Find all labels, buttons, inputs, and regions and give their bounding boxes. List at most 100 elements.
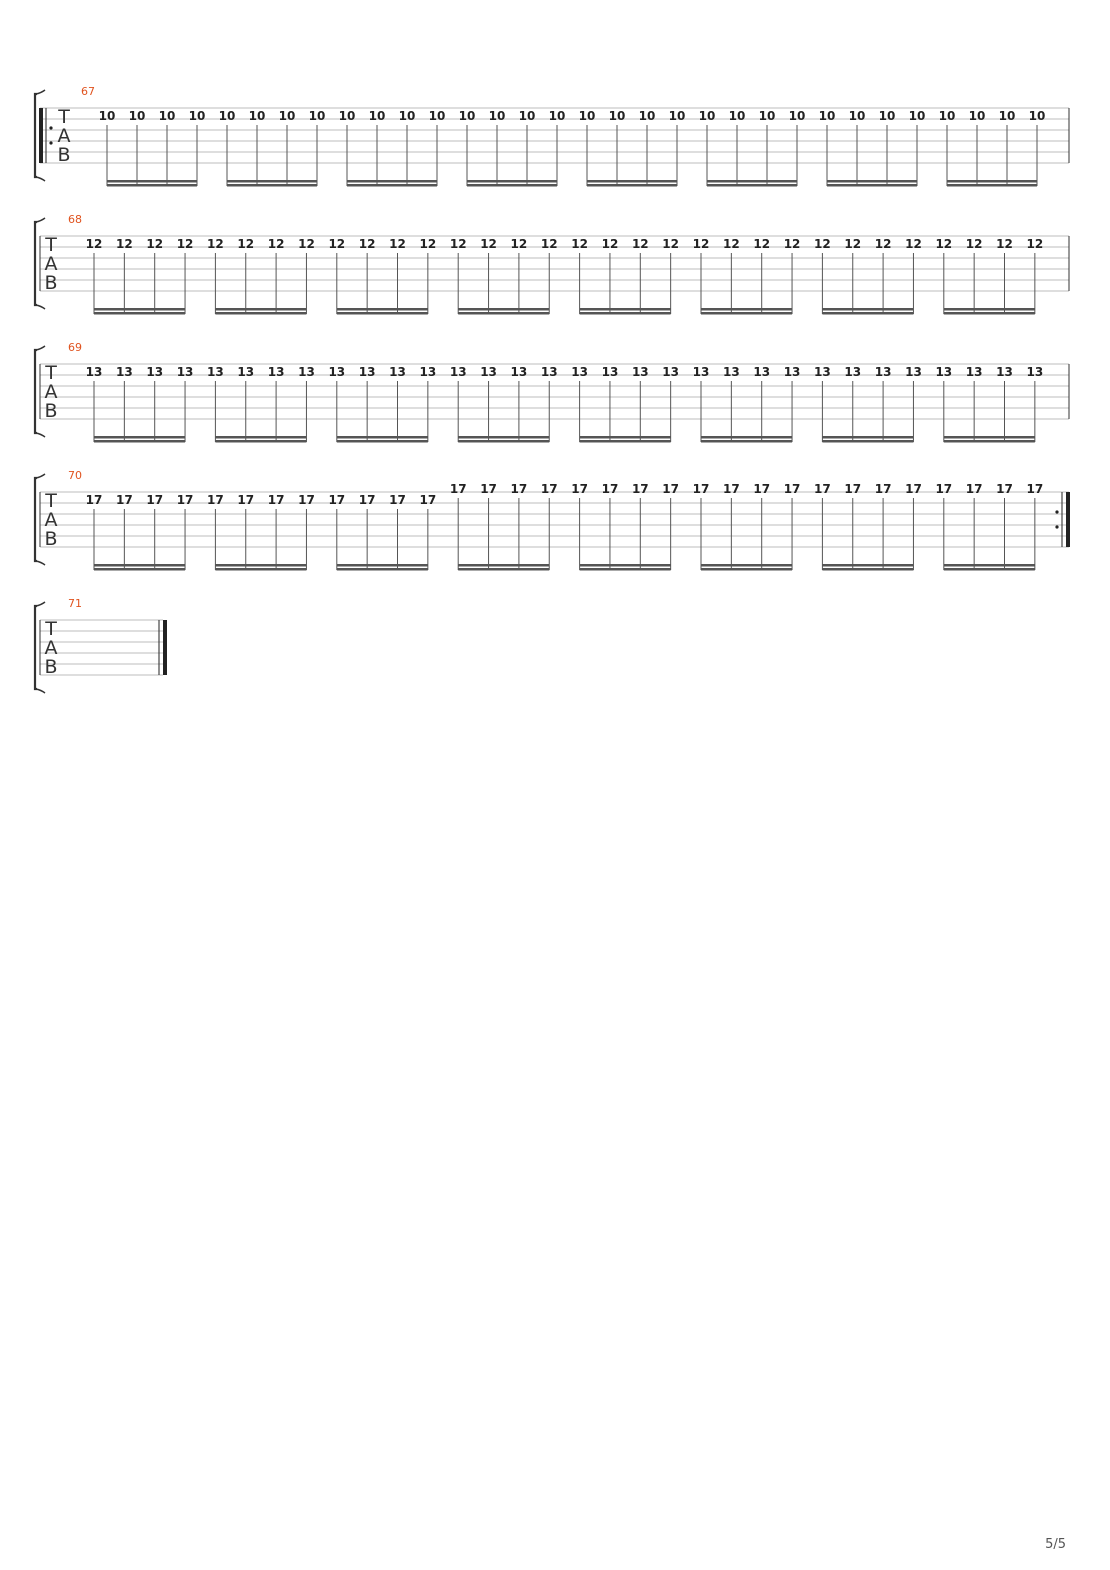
fret-number: 10	[849, 109, 866, 123]
fret-number: 13	[450, 365, 467, 379]
fret-number: 17	[116, 493, 133, 507]
fret-number: 10	[369, 109, 386, 123]
fret-number: 12	[844, 237, 861, 251]
fret-number: 12	[693, 237, 710, 251]
fret-number: 13	[753, 365, 770, 379]
fret-number: 13	[875, 365, 892, 379]
beam-primary	[227, 180, 317, 183]
fret-number: 13	[359, 365, 376, 379]
fret-number: 13	[966, 365, 983, 379]
measure-number: 71	[68, 597, 82, 610]
beam-primary	[215, 564, 307, 567]
fret-number: 10	[1029, 109, 1046, 123]
fret-number: 13	[177, 365, 194, 379]
fret-number: 12	[784, 237, 801, 251]
beam-primary	[701, 308, 793, 311]
beam-secondary	[827, 184, 917, 187]
beam-primary	[943, 436, 1035, 439]
fret-number: 17	[328, 493, 345, 507]
beam-secondary	[107, 184, 197, 187]
beam-secondary	[587, 184, 677, 187]
fret-number: 13	[389, 365, 406, 379]
fret-number: 12	[814, 237, 831, 251]
fret-number: 17	[237, 493, 254, 507]
fret-number: 12	[389, 237, 406, 251]
bracket-bottom-hook	[35, 304, 46, 310]
fret-number: 12	[116, 237, 133, 251]
fret-number: 10	[129, 109, 146, 123]
fret-number: 10	[819, 109, 836, 123]
fret-number: 10	[909, 109, 926, 123]
tab-clef-letter: B	[44, 656, 57, 678]
fret-number: 12	[723, 237, 740, 251]
beam-secondary	[943, 568, 1035, 571]
fret-number: 10	[879, 109, 896, 123]
fret-number: 17	[298, 493, 315, 507]
fret-number: 13	[116, 365, 133, 379]
fret-number: 12	[328, 237, 345, 251]
fret-number: 13	[844, 365, 861, 379]
repeat-start-thick-barline	[39, 108, 43, 163]
fret-number: 17	[875, 482, 892, 496]
measure-number: 70	[68, 469, 82, 482]
fret-number: 17	[996, 482, 1013, 496]
beam-secondary	[215, 440, 307, 443]
beam-primary	[947, 180, 1037, 183]
beam-secondary	[215, 568, 307, 571]
fret-number: 13	[723, 365, 740, 379]
tab-clef-letter: T	[57, 106, 70, 128]
beam-secondary	[579, 312, 671, 315]
fret-number: 17	[359, 493, 376, 507]
fret-number: 13	[662, 365, 679, 379]
beam-secondary	[701, 440, 793, 443]
beam-secondary	[822, 312, 914, 315]
bracket-top-hook	[35, 601, 46, 607]
fret-number: 17	[146, 493, 163, 507]
beam-secondary	[943, 440, 1035, 443]
beam-secondary	[347, 184, 437, 187]
fret-number: 17	[86, 493, 103, 507]
fret-number: 10	[279, 109, 296, 123]
beam-primary	[94, 564, 186, 567]
beam-primary	[215, 436, 307, 439]
repeat-dot	[1055, 510, 1059, 514]
bracket-bottom-hook	[35, 688, 46, 694]
beam-primary	[822, 564, 914, 567]
repeat-end-thick-barline	[1066, 492, 1070, 547]
fret-number: 13	[571, 365, 588, 379]
bracket-top-hook	[35, 89, 46, 95]
beam-secondary	[579, 440, 671, 443]
tab-clef-letter: B	[44, 272, 57, 294]
fret-number: 17	[389, 493, 406, 507]
tab-clef-letter: B	[57, 144, 70, 166]
fret-number: 13	[328, 365, 345, 379]
fret-number: 17	[177, 493, 194, 507]
fret-number: 12	[237, 237, 254, 251]
fret-number: 17	[814, 482, 831, 496]
system-bracket	[33, 348, 37, 435]
repeat-dot	[49, 141, 53, 145]
tab-clef-letter: A	[45, 253, 58, 275]
fret-number: 13	[237, 365, 254, 379]
beam-secondary	[215, 312, 307, 315]
fret-number: 17	[419, 493, 436, 507]
system-bracket	[33, 476, 37, 563]
beam-primary	[336, 436, 428, 439]
beam-primary	[336, 564, 428, 567]
fret-number: 12	[511, 237, 528, 251]
beam-primary	[701, 436, 793, 439]
fret-number: 13	[268, 365, 285, 379]
fret-number: 10	[519, 109, 536, 123]
fret-number: 12	[966, 237, 983, 251]
bracket-top-hook	[35, 473, 46, 479]
fret-number: 12	[571, 237, 588, 251]
fret-number: 17	[723, 482, 740, 496]
fret-number: 12	[450, 237, 467, 251]
beam-primary	[707, 180, 797, 183]
system-bracket	[33, 92, 37, 179]
tab-clef-letter: A	[45, 509, 58, 531]
fret-number: 12	[419, 237, 436, 251]
tab-clef-letter: T	[44, 362, 57, 384]
fret-number: 17	[571, 482, 588, 496]
fret-number: 10	[639, 109, 656, 123]
